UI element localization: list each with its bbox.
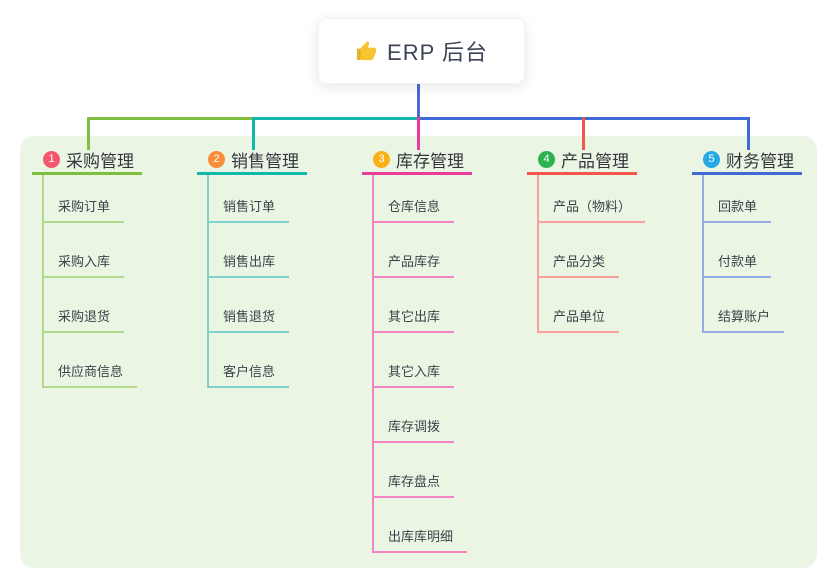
mindmap-node[interactable]: 仓库信息	[372, 196, 455, 223]
mindmap-node[interactable]: 采购入库	[42, 251, 125, 278]
item-row: 结算账户	[692, 278, 839, 333]
item-row: 库存盘点	[362, 443, 522, 498]
item-row: 销售出库	[197, 223, 357, 278]
item-row: 付款单	[692, 223, 839, 278]
mindmap-node[interactable]: 其它出库	[372, 306, 455, 333]
mindmap-node[interactable]: 销售退货	[207, 306, 290, 333]
branch-number-badge: 3	[373, 150, 390, 168]
branch-purchase: 1 采购管理采购订单采购入库采购退货供应商信息	[32, 149, 192, 388]
branch-title-label: 财务管理	[726, 151, 794, 171]
item-row: 采购入库	[32, 223, 192, 278]
branch-number-badge: 2	[208, 150, 225, 168]
mindmap-node[interactable]: 库存调拨	[372, 416, 455, 443]
mindmap-node[interactable]: 产品单位	[537, 306, 620, 333]
branch-subtree-line	[372, 175, 374, 553]
branch-number-badge: 4	[538, 150, 555, 168]
item-row: 回款单	[692, 175, 839, 223]
item-row: 产品分类	[527, 223, 687, 278]
item-row: 销售订单	[197, 175, 357, 223]
branch-number-badge: 5	[703, 150, 720, 168]
mindmap-node[interactable]: 其它入库	[372, 361, 455, 388]
mindmap-node[interactable]: 结算账户	[702, 306, 785, 333]
branch-subtree-line	[537, 175, 539, 333]
branch-rail-segment	[252, 117, 420, 120]
branch-items: 采购订单采购入库采购退货供应商信息	[32, 175, 192, 388]
item-row: 采购订单	[32, 175, 192, 223]
branch-subtree-line	[42, 175, 44, 388]
mindmap-node[interactable]: 出库库明细	[372, 526, 468, 553]
mindmap-node[interactable]: 销售出库	[207, 251, 290, 278]
branch-title-inventory[interactable]: 3 库存管理	[362, 149, 472, 175]
item-row: 出库库明细	[362, 498, 522, 553]
branch-connector-stub-inventory	[417, 117, 420, 150]
branch-title-product[interactable]: 4 产品管理	[527, 149, 637, 175]
branch-connector-stub-purchase	[87, 117, 90, 150]
branch-title-finance[interactable]: 5 财务管理	[692, 149, 802, 175]
branch-subtree-line	[207, 175, 209, 388]
item-row: 其它入库	[362, 333, 522, 388]
branch-subtree-line	[702, 175, 704, 333]
root-node-label: ERP 后台	[387, 40, 488, 65]
branch-rail-segment	[87, 117, 255, 120]
branch-connector-stub-product	[582, 117, 585, 150]
branch-connector-stub-finance	[747, 117, 750, 150]
branch-items: 产品（物料） 产品分类产品单位	[527, 175, 687, 333]
mindmap-node[interactable]: 回款单	[702, 196, 772, 223]
branch-title-label: 采购管理	[66, 151, 134, 171]
mindmap-node[interactable]: 产品（物料）	[537, 196, 646, 223]
branch-items: 仓库信息产品库存其它出库其它入库库存调拨库存盘点出库库明细	[362, 175, 522, 553]
branch-title-label: 产品管理	[561, 151, 629, 171]
item-row: 销售退货	[197, 278, 357, 333]
mindmap-node[interactable]: 产品库存	[372, 251, 455, 278]
item-row: 产品单位	[527, 278, 687, 333]
branch-title-label: 库存管理	[396, 151, 464, 171]
mindmap-node[interactable]: 付款单	[702, 251, 772, 278]
branch-product: 4 产品管理产品（物料） 产品分类产品单位	[527, 149, 687, 333]
root-connector-line	[417, 84, 420, 118]
branch-number-badge: 1	[43, 150, 60, 168]
branch-finance: 5 财务管理回款单付款单结算账户	[692, 149, 839, 333]
mindmap-node[interactable]: 客户信息	[207, 361, 290, 388]
item-row: 产品库存	[362, 223, 522, 278]
branch-items: 回款单付款单结算账户	[692, 175, 839, 333]
item-row: 库存调拨	[362, 388, 522, 443]
branch-title-label: 销售管理	[231, 151, 299, 171]
branch-inventory: 3 库存管理仓库信息产品库存其它出库其它入库库存调拨库存盘点出库库明细	[362, 149, 522, 553]
item-row: 采购退货	[32, 278, 192, 333]
item-row: 供应商信息	[32, 333, 192, 388]
branch-items: 销售订单销售出库销售退货客户信息	[197, 175, 357, 388]
branch-connector-stub-sales	[252, 117, 255, 150]
thumbs-up-icon	[356, 40, 377, 60]
root-node[interactable]: ERP 后台	[318, 18, 525, 84]
branch-title-purchase[interactable]: 1 采购管理	[32, 149, 142, 175]
mindmap-node[interactable]: 库存盘点	[372, 471, 455, 498]
item-row: 产品（物料）	[527, 175, 687, 223]
mindmap-node[interactable]: 供应商信息	[42, 361, 138, 388]
mindmap-node[interactable]: 销售订单	[207, 196, 290, 223]
mindmap-node[interactable]: 采购退货	[42, 306, 125, 333]
item-row: 仓库信息	[362, 175, 522, 223]
mindmap-node[interactable]: 采购订单	[42, 196, 125, 223]
item-row: 客户信息	[197, 333, 357, 388]
mindmap-node[interactable]: 产品分类	[537, 251, 620, 278]
item-row: 其它出库	[362, 278, 522, 333]
branch-title-sales[interactable]: 2 销售管理	[197, 149, 307, 175]
branch-sales: 2 销售管理销售订单销售出库销售退货客户信息	[197, 149, 357, 388]
